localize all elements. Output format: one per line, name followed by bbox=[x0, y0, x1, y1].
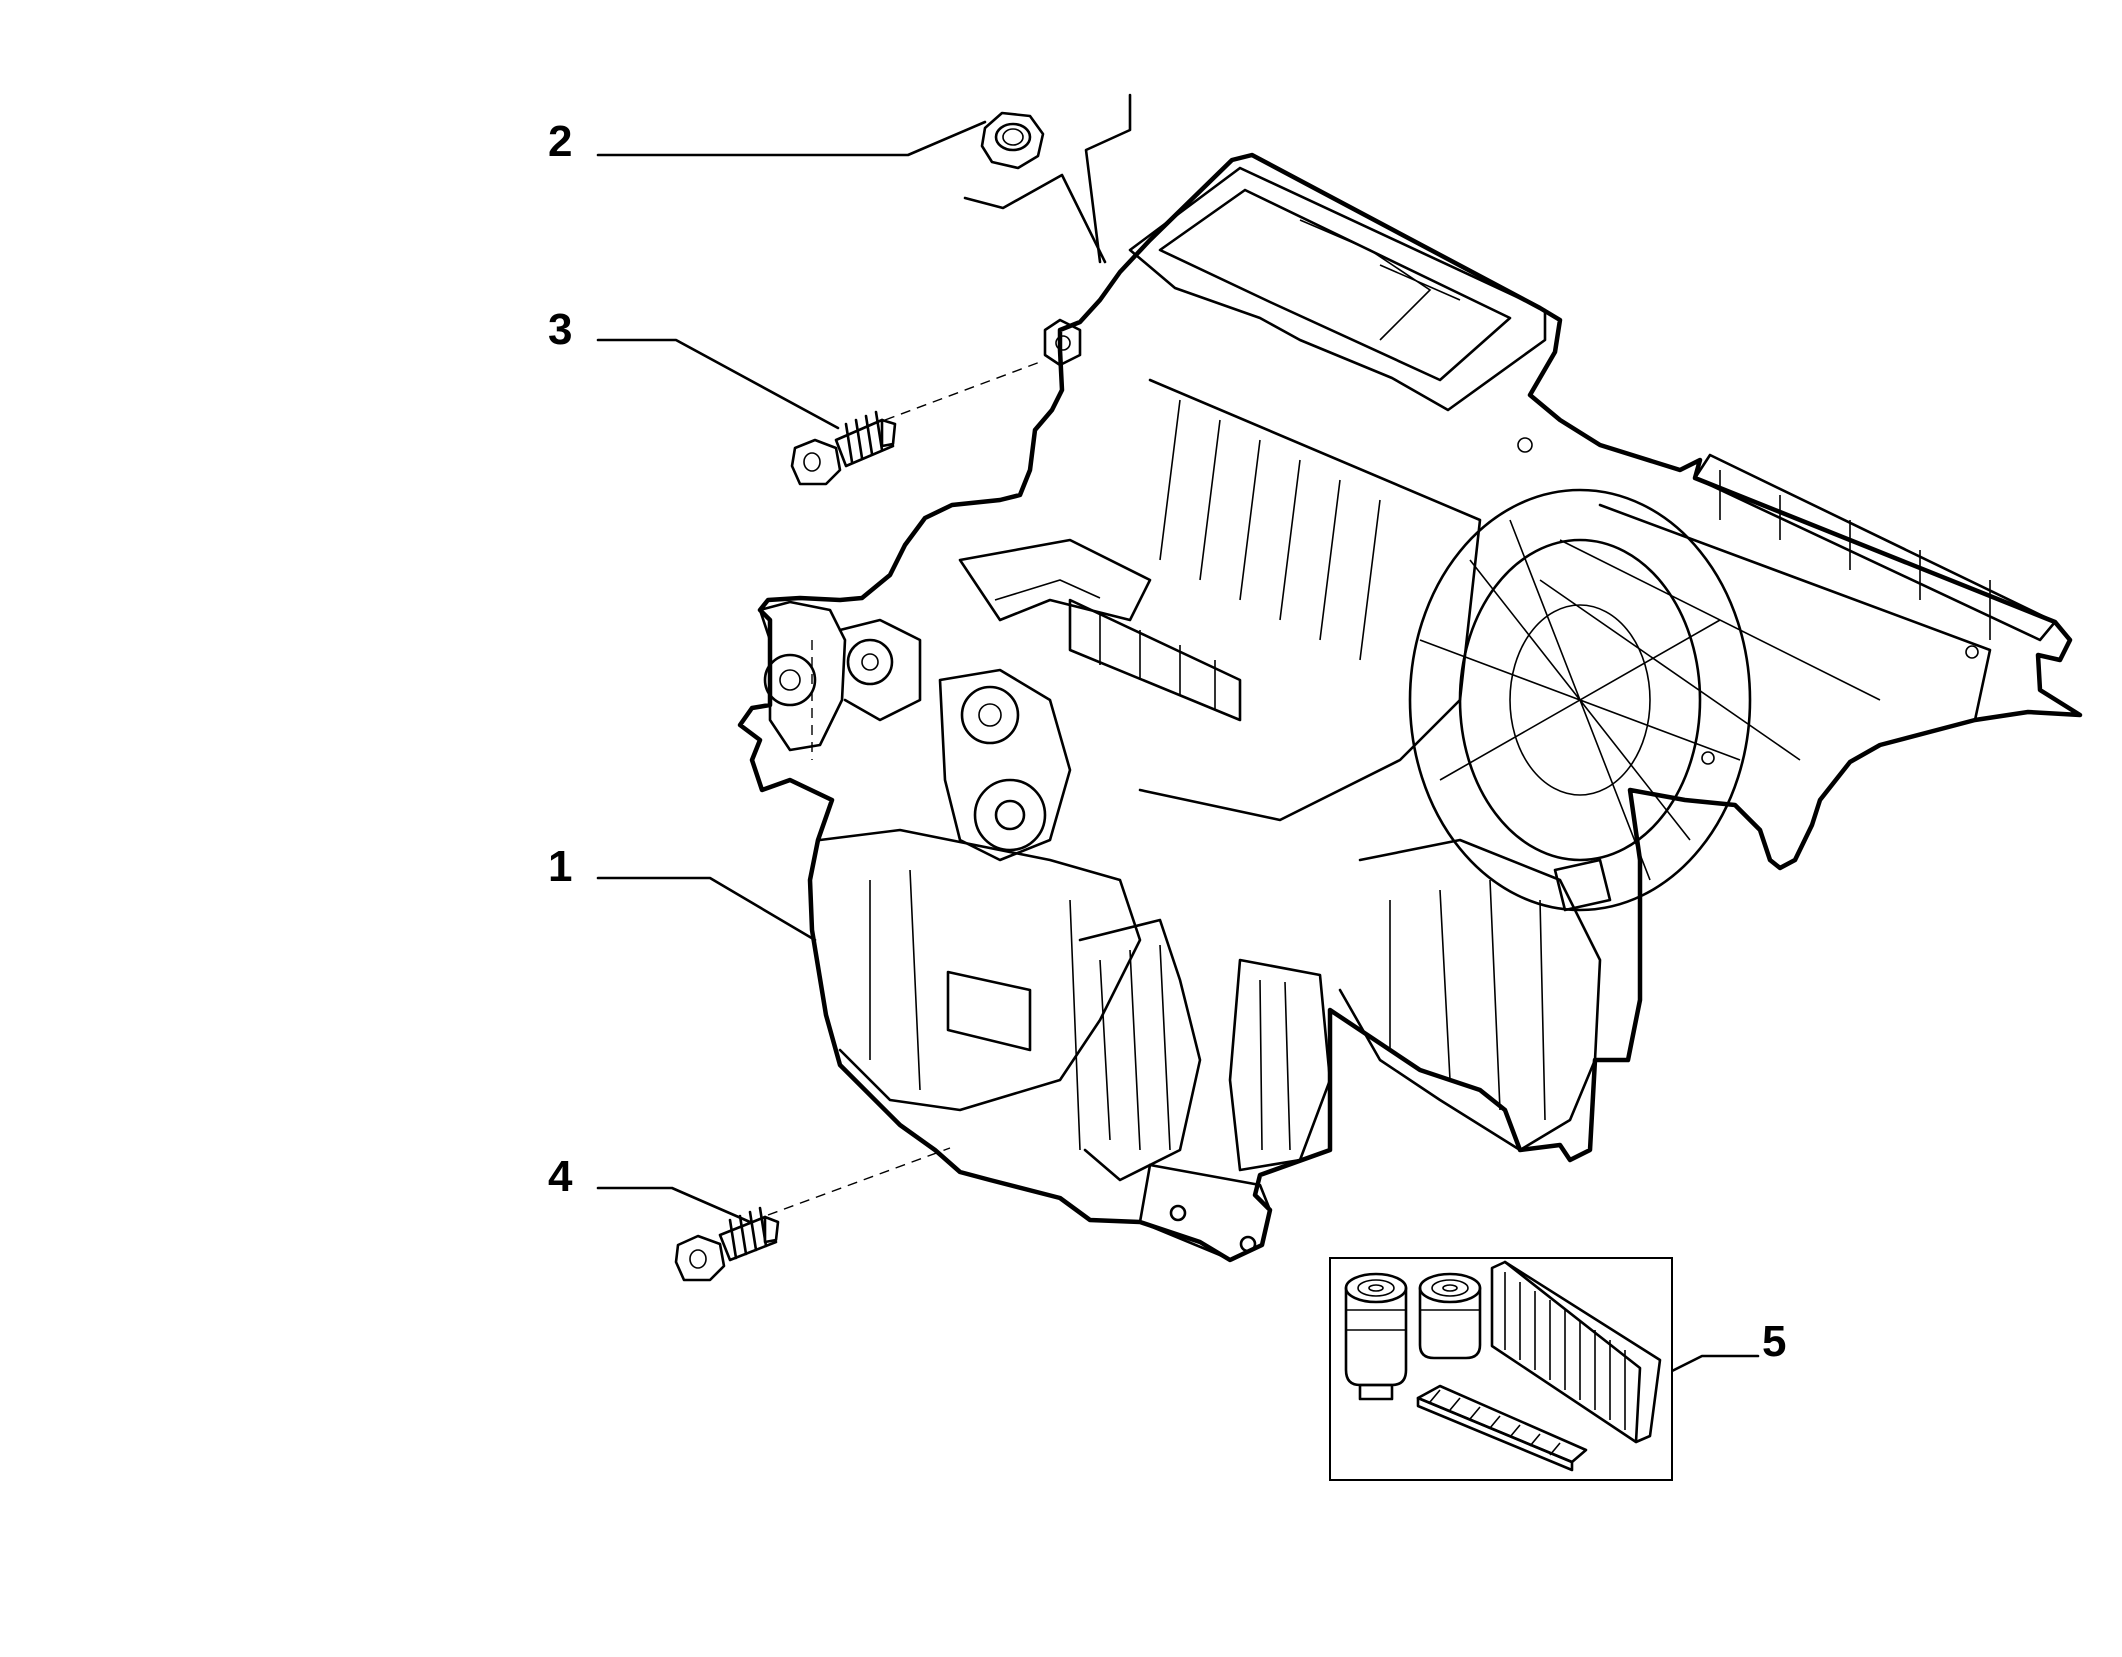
hvac-housing-drawing bbox=[737, 152, 2083, 1263]
leader-line-3 bbox=[596, 338, 840, 430]
oil-filter-icon bbox=[1344, 1272, 1408, 1401]
leader-line-4 bbox=[596, 1186, 752, 1224]
hex-nut-icon bbox=[980, 111, 1045, 170]
break-line bbox=[963, 173, 1107, 264]
callout-4: 4 bbox=[548, 1152, 573, 1201]
filter-kit-inset bbox=[1329, 1257, 1673, 1481]
screw-4-axis bbox=[767, 1147, 951, 1216]
oil-filter-icon bbox=[1418, 1272, 1482, 1360]
callout-3: 3 bbox=[548, 305, 573, 354]
break-line bbox=[1084, 93, 1132, 264]
screw-4-icon bbox=[674, 1206, 780, 1282]
screw-3-icon bbox=[790, 410, 897, 486]
leader-line-2 bbox=[596, 120, 987, 157]
screw-3-axis bbox=[884, 361, 1041, 421]
callout-1: 1 bbox=[548, 842, 573, 891]
cabin-filter-icon bbox=[1416, 1384, 1588, 1472]
leader-lines bbox=[596, 93, 1760, 1380]
leader-line-1 bbox=[596, 876, 817, 942]
air-filter-icon bbox=[1490, 1260, 1662, 1444]
callout-2: 2 bbox=[548, 117, 573, 166]
callout-5: 5 bbox=[1762, 1317, 1787, 1366]
